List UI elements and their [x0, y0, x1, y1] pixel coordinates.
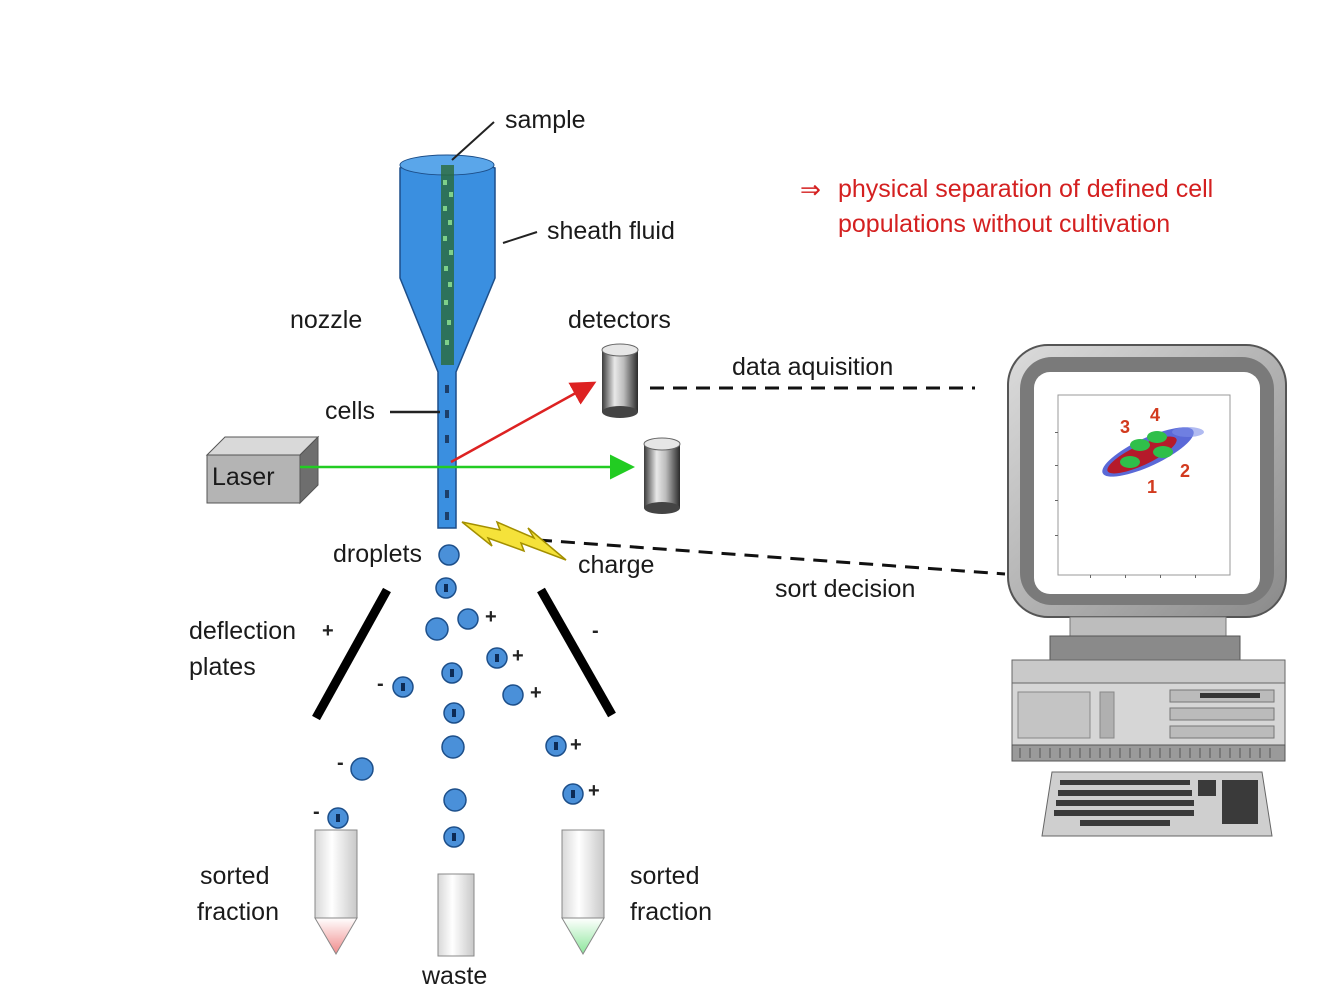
sorted-fraction-right-line2: fraction: [630, 898, 712, 926]
droplet-cells: [336, 584, 575, 841]
droplet-charge: +: [512, 645, 524, 667]
detectors-label: detectors: [568, 306, 671, 334]
tube-right: [561, 829, 605, 955]
sample-label: sample: [505, 106, 586, 134]
cells-label: cells: [325, 397, 376, 425]
droplets: [327, 544, 584, 848]
charge-bolt-icon: [461, 520, 567, 561]
droplet-charge: +: [530, 682, 542, 704]
deflection-label-line2: plates: [189, 653, 256, 681]
nozzle: [399, 154, 496, 529]
dot-plot: [1057, 394, 1231, 576]
droplet-charge: -: [377, 673, 384, 695]
sheath-fluid-label: sheath fluid: [547, 217, 675, 245]
detector-side: [601, 343, 639, 418]
plate-left-charge: +: [322, 620, 334, 642]
sorted-fraction-left-line2: fraction: [197, 898, 279, 926]
droplets-label: droplets: [333, 540, 422, 568]
cluster-label-3: 3: [1120, 417, 1131, 437]
sort-decision-line: [537, 538, 1006, 576]
laser-box: [205, 435, 320, 505]
detector-forward: [643, 437, 681, 514]
laser-label: Laser: [212, 463, 275, 491]
charge-label: charge: [578, 551, 655, 579]
plate-right-charge: -: [592, 620, 599, 642]
sheath-pointer: [502, 231, 538, 244]
deflection-plate-left: [312, 587, 391, 721]
computer: [1007, 344, 1287, 837]
sort-decision-label: sort decision: [775, 575, 916, 603]
deflection-label-line1: deflection: [189, 617, 297, 645]
sorted-fraction-left-line1: sorted: [200, 862, 270, 890]
droplet-charge: -: [313, 801, 320, 823]
deflection-plate-right: [537, 587, 616, 718]
nozzle-label: nozzle: [290, 306, 363, 334]
note-line1: physical separation of defined cell: [838, 175, 1214, 203]
cluster-label-4: 4: [1150, 405, 1161, 425]
sample-pointer: [451, 121, 495, 161]
droplet-charge: +: [588, 780, 600, 802]
tube-left: [314, 829, 358, 955]
note-line2: populations without cultivation: [838, 210, 1171, 238]
tube-waste: [437, 873, 475, 957]
sorted-fraction-right-line1: sorted: [630, 862, 700, 890]
droplet-charge: -: [337, 752, 344, 774]
cluster-label-2: 2: [1180, 461, 1191, 481]
droplet-charge: +: [485, 606, 497, 628]
data-aquisition-label: data aquisition: [732, 353, 894, 381]
droplet-charge: +: [570, 734, 582, 756]
population-clusters: [1102, 427, 1204, 477]
scatter-beam: [450, 381, 597, 464]
cluster-label-1: 1: [1147, 477, 1158, 497]
waste-label: waste: [422, 962, 488, 990]
note-arrow-icon: ⇒: [800, 176, 821, 204]
